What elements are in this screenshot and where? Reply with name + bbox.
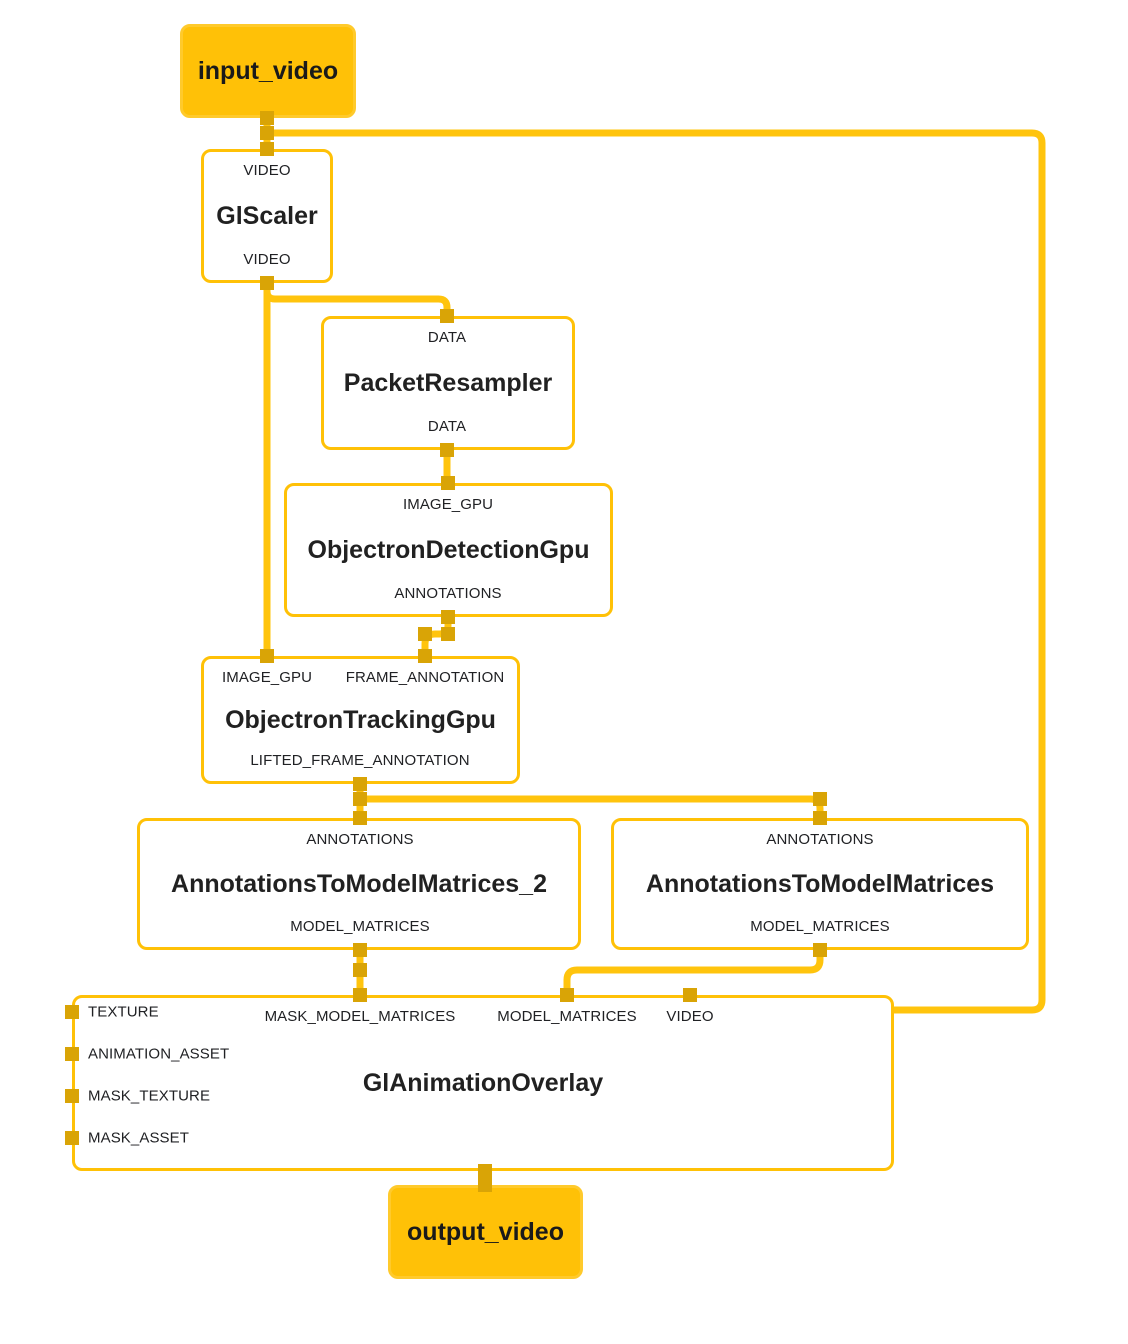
- node-title-output_video: output_video: [407, 1217, 564, 1246]
- output-connector-objectrondetectiongpu-annotations[interactable]: [441, 610, 455, 624]
- output-port-label-objectrontrackinggpu-lifted_frame_annotation: LIFTED_FRAME_ANNOTATION: [250, 752, 470, 769]
- input-connector-packetresampler-data[interactable]: [440, 309, 454, 323]
- node-title-packetresampler: PacketResampler: [343, 369, 553, 397]
- input-connector-annotationstomodelmatrices_2-annotations[interactable]: [353, 811, 367, 825]
- node-title-glscaler: GlScaler: [216, 202, 318, 230]
- input-port-label-glanimationoverlay-video: VIDEO: [666, 1008, 714, 1025]
- wire-junction-6: [353, 963, 367, 977]
- input-port-label-glanimationoverlay-mask_model_matrices: MASK_MODEL_MATRICES: [264, 1008, 456, 1025]
- input-port-label-glscaler-video: VIDEO: [243, 162, 291, 179]
- input-port-label-glanimationoverlay-texture: TEXTURE: [88, 1003, 159, 1021]
- input-connector-glanimationoverlay-mask_asset[interactable]: [65, 1131, 79, 1145]
- input-connector-glanimationoverlay-video[interactable]: [683, 988, 697, 1002]
- wire-junction-2: [353, 792, 367, 806]
- wire-junction-7: [478, 1164, 492, 1178]
- edge-tracking-to-matrices: [360, 795, 824, 818]
- input-port-label-glanimationoverlay-animation_asset: ANIMATION_ASSET: [88, 1045, 230, 1063]
- wire-junction-4: [441, 627, 455, 641]
- output-port-label-packetresampler-data: DATA: [427, 418, 467, 435]
- node-glanimationoverlay[interactable]: GlAnimationOverlay: [72, 995, 894, 1171]
- node-title-annotationstomodelmatrices_2: AnnotationsToModelMatrices_2: [171, 870, 547, 898]
- node-title-objectrontrackinggpu: ObjectronTrackingGpu: [225, 706, 496, 734]
- node-title-objectrondetectiongpu: ObjectronDetectionGpu: [307, 536, 590, 564]
- output-port-label-annotationstomodelmatrices-model_matrices: MODEL_MATRICES: [750, 918, 890, 935]
- input-connector-output_video[interactable]: [478, 1178, 492, 1192]
- input-connector-glanimationoverlay-mask_texture[interactable]: [65, 1089, 79, 1103]
- output-connector-annotationstomodelmatrices_2-model_matrices[interactable]: [353, 943, 367, 957]
- input-connector-glanimationoverlay-texture[interactable]: [65, 1005, 79, 1019]
- output-connector-packetresampler-data[interactable]: [440, 443, 454, 457]
- input-connector-annotationstomodelmatrices-annotations[interactable]: [813, 811, 827, 825]
- output-port-label-annotationstomodelmatrices_2-model_matrices: MODEL_MATRICES: [290, 918, 430, 935]
- input-connector-glanimationoverlay-mask_model_matrices[interactable]: [353, 988, 367, 1002]
- output-connector-objectrontrackinggpu-lifted_frame_annotation[interactable]: [353, 777, 367, 791]
- wire-junction-1: [260, 276, 274, 290]
- input-connector-glscaler-video[interactable]: [260, 142, 274, 156]
- node-objectrondetectiongpu[interactable]: ObjectronDetectionGpu: [284, 483, 613, 617]
- input-port-label-annotationstomodelmatrices_2-annotations: ANNOTATIONS: [306, 831, 414, 848]
- node-annotationstomodelmatrices[interactable]: AnnotationsToModelMatrices: [611, 818, 1029, 950]
- input-connector-objectrontrackinggpu-frame_annotation[interactable]: [418, 649, 432, 663]
- input-connector-objectrondetectiongpu-image_gpu[interactable]: [441, 476, 455, 490]
- wire-junction-0: [260, 126, 274, 140]
- node-title-annotationstomodelmatrices: AnnotationsToModelMatrices: [645, 870, 995, 898]
- input-port-label-packetresampler-data: DATA: [427, 329, 467, 346]
- node-title-glanimationoverlay: GlAnimationOverlay: [362, 1069, 604, 1097]
- input-connector-glanimationoverlay-animation_asset[interactable]: [65, 1047, 79, 1061]
- input-port-label-annotationstomodelmatrices-annotations: ANNOTATIONS: [766, 831, 874, 848]
- input-connector-objectrontrackinggpu-image_gpu[interactable]: [260, 649, 274, 663]
- node-annotationstomodelmatrices_2[interactable]: AnnotationsToModelMatrices_2: [137, 818, 581, 950]
- edge-glscaler-to-packetresampler: [263, 283, 451, 316]
- input-port-label-glanimationoverlay-mask_texture: MASK_TEXTURE: [88, 1087, 211, 1105]
- node-title-input_video: input_video: [197, 56, 339, 85]
- node-objectrontrackinggpu[interactable]: ObjectronTrackingGpu: [201, 656, 520, 784]
- output-connector-input_video[interactable]: [260, 111, 274, 125]
- wire-junction-5: [418, 627, 432, 641]
- node-output_video[interactable]: output_video: [388, 1185, 583, 1279]
- input-port-label-objectrontrackinggpu-frame_annotation: FRAME_ANNOTATION: [345, 669, 505, 686]
- input-port-label-glanimationoverlay-mask_asset: MASK_ASSET: [88, 1129, 190, 1147]
- wire-junction-3: [813, 792, 827, 806]
- input-connector-glanimationoverlay-model_matrices[interactable]: [560, 988, 574, 1002]
- output-port-label-objectrondetectiongpu-annotations: ANNOTATIONS: [394, 585, 502, 602]
- node-input_video[interactable]: input_video: [180, 24, 356, 118]
- input-port-label-objectrondetectiongpu-image_gpu: IMAGE_GPU: [402, 496, 494, 513]
- output-port-label-glscaler-video: VIDEO: [243, 251, 291, 268]
- output-connector-annotationstomodelmatrices-model_matrices[interactable]: [813, 943, 827, 957]
- input-port-label-objectrontrackinggpu-image_gpu: IMAGE_GPU: [221, 669, 313, 686]
- input-port-label-glanimationoverlay-model_matrices: MODEL_MATRICES: [497, 1008, 637, 1025]
